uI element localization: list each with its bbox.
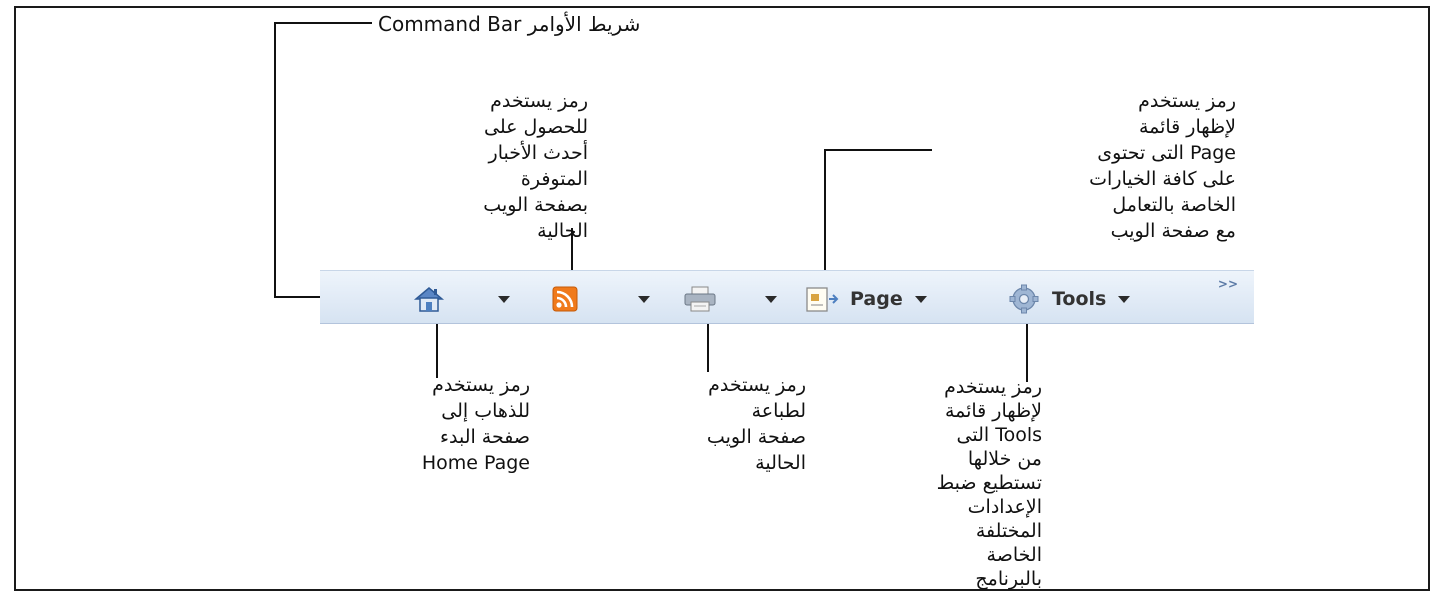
page-annotation-line: على كافة الخيارات bbox=[1089, 168, 1236, 190]
home-annotation-line: رمز يستخدم bbox=[432, 374, 530, 396]
print-annotation-line: لطباعة bbox=[751, 400, 806, 422]
rss-annotation-line: المتوفرة bbox=[520, 168, 588, 190]
command-bar: Page Tools >> bbox=[320, 270, 1254, 324]
tools-annotation-line: بالبرنامج bbox=[975, 568, 1042, 590]
feeds-dropdown-arrow[interactable] bbox=[638, 285, 650, 313]
page-annotation: رمز يستخدم لإظهار قائمة Page التى تحتوى … bbox=[944, 88, 1236, 244]
diagram-frame bbox=[14, 6, 1430, 591]
tools-annotation-line: الإعدادات bbox=[967, 496, 1042, 518]
chevron-down-icon bbox=[1118, 295, 1131, 303]
chevron-down-icon bbox=[498, 295, 510, 303]
home-button[interactable] bbox=[412, 285, 446, 313]
page-annotation-line: مع صفحة الويب bbox=[1110, 220, 1236, 242]
page-icon bbox=[806, 287, 839, 312]
chevron-down-icon bbox=[914, 295, 927, 303]
tools-gear-icon bbox=[1009, 284, 1039, 314]
home-annotation-line: Home Page bbox=[421, 452, 530, 474]
rss-annotation-line: للحصول على bbox=[484, 116, 588, 138]
tools-annotation: رمز يستخدم لإظهار قائمة Tools التى من خل… bbox=[932, 375, 1042, 591]
page-annotation-line: لإظهار قائمة bbox=[1138, 116, 1236, 138]
print-annotation-line: صفحة الويب bbox=[706, 426, 806, 448]
chevron-down-icon bbox=[638, 295, 650, 303]
page-annotation-line: Page التى تحتوى bbox=[1097, 142, 1236, 164]
page-annotation-line: رمز يستخدم bbox=[1138, 90, 1236, 112]
tools-annotation-line: المختلفة bbox=[975, 520, 1042, 542]
command-bar-title: شريط الأوامر Command Bar bbox=[378, 12, 641, 36]
rss-annotation-line: أحدث الأخبار bbox=[488, 142, 588, 164]
home-annotation-line: صفحة البدء bbox=[440, 426, 530, 448]
rss-annotation-line: الحالية bbox=[537, 220, 588, 242]
print-icon bbox=[684, 286, 716, 312]
page-menu-button[interactable]: Page bbox=[804, 285, 927, 313]
page-leader bbox=[824, 149, 932, 284]
command-bar-leader bbox=[274, 22, 372, 298]
rss-feed-icon bbox=[552, 286, 578, 312]
home-icon bbox=[413, 287, 445, 312]
print-annotation-line: الحالية bbox=[755, 452, 806, 474]
chevron-down-icon bbox=[765, 295, 777, 303]
tools-annotation-line: من خلالها bbox=[967, 448, 1042, 470]
rss-annotation-line: بصفحة الويب bbox=[483, 194, 588, 216]
home-dropdown-arrow[interactable] bbox=[498, 285, 510, 313]
home-annotation: رمز يستخدم للذهاب إلى صفحة البدء Home Pa… bbox=[328, 372, 530, 476]
rss-annotation-line: رمز يستخدم bbox=[490, 90, 588, 112]
tools-annotation-line: رمز يستخدم bbox=[944, 376, 1042, 398]
tools-annotation-line: تستطيع ضبط bbox=[936, 472, 1042, 494]
tools-menu-button[interactable]: Tools bbox=[1004, 284, 1131, 314]
home-annotation-line: للذهاب إلى bbox=[441, 400, 530, 422]
feeds-button[interactable] bbox=[552, 285, 578, 313]
tools-annotation-line: الخاصة bbox=[986, 544, 1042, 566]
tools-annotation-line: لإظهار قائمة bbox=[944, 400, 1042, 422]
tools-annotation-line: Tools التى bbox=[956, 424, 1043, 446]
print-button[interactable] bbox=[682, 285, 718, 313]
print-dropdown-arrow[interactable] bbox=[765, 285, 777, 313]
print-annotation: رمز يستخدم لطباعة صفحة الويب الحالية bbox=[598, 372, 806, 476]
overflow-chevron-icon[interactable]: >> bbox=[1217, 277, 1238, 291]
page-annotation-line: الخاصة بالتعامل bbox=[1112, 194, 1236, 216]
print-annotation-line: رمز يستخدم bbox=[708, 374, 806, 396]
tools-menu-label: Tools bbox=[1052, 288, 1107, 310]
page-menu-label: Page bbox=[850, 288, 903, 310]
rss-annotation: رمز يستخدم للحصول على أحدث الأخبار المتو… bbox=[463, 88, 588, 244]
